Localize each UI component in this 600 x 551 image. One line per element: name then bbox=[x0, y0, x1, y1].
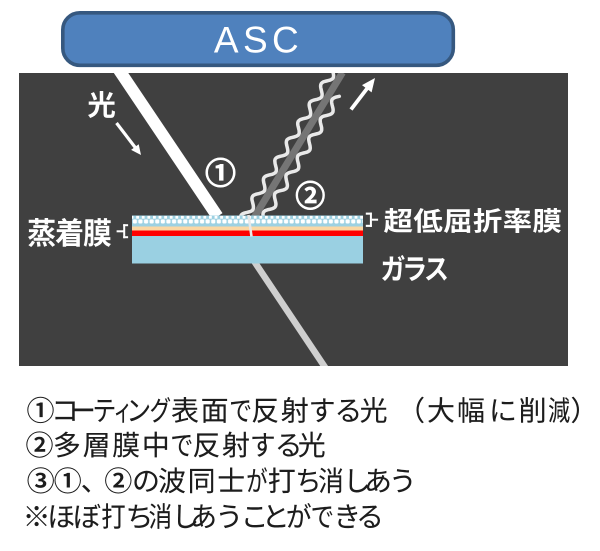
svg-text:ASC: ASC bbox=[214, 20, 303, 61]
